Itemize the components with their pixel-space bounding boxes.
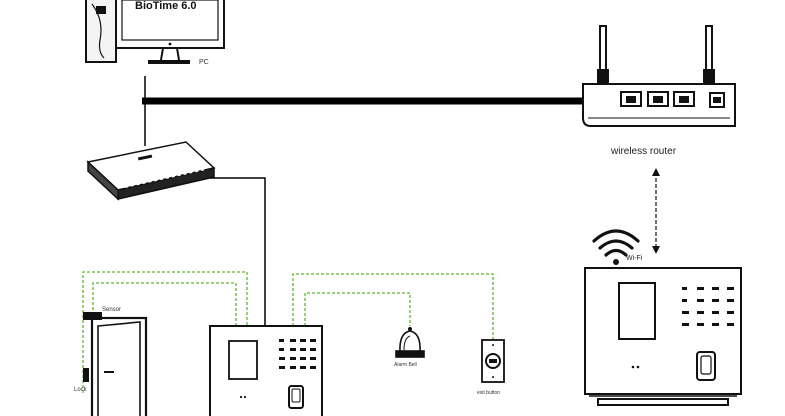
router-label: wireless router	[611, 146, 677, 157]
sensor-label: Sensor	[102, 307, 122, 313]
terminal-icon	[209, 325, 323, 416]
switch-terminal-cable	[210, 177, 266, 326]
bell-icon	[395, 327, 425, 358]
switch-icon	[86, 141, 216, 201]
terminal-icon	[584, 267, 742, 406]
software-title: BioTime 6.0	[135, 0, 197, 12]
pc-label: PC	[199, 59, 209, 66]
door-icon	[83, 312, 148, 416]
router-icon	[582, 25, 736, 127]
pc-icon	[85, 0, 225, 64]
exit-button-label: exit button	[477, 390, 501, 396]
wifi-icon	[592, 229, 640, 265]
alarm-bell-label: Alarm Bell	[394, 362, 417, 368]
exit-button-icon	[481, 339, 505, 383]
wireless-link-arrow	[652, 168, 660, 254]
signal-wires	[82, 271, 494, 393]
wifi-label: Wi-Fi	[626, 255, 643, 262]
lock-label: Lock	[74, 387, 87, 393]
